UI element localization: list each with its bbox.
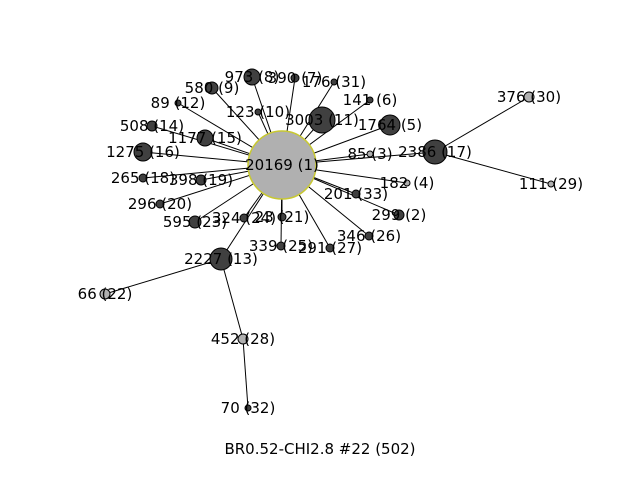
node-label-22: 66 (22) [78, 285, 133, 303]
node-26 [364, 231, 374, 241]
node-label-11: 3003 (11) [285, 111, 359, 129]
node-label-10: 123 (10) [226, 103, 290, 121]
node-label-25: 339 (25) [249, 237, 313, 255]
node-label-23: 595 (23) [163, 213, 227, 231]
edge-13-28 [220, 258, 244, 340]
node-12 [174, 99, 182, 107]
node-5 [379, 114, 401, 136]
node-label-33: 201 (33) [324, 185, 388, 203]
node-22 [99, 288, 111, 300]
node-23 [188, 215, 202, 229]
node-1 [247, 130, 317, 200]
node-17 [422, 139, 448, 165]
node-label-19: 398 (19) [169, 171, 233, 189]
node-18 [138, 173, 148, 183]
node-15 [196, 129, 214, 147]
node-label-15: 1177 (15) [168, 129, 242, 147]
node-label-32: 70 (32) [221, 399, 276, 417]
node-label-5: 1764 (5) [358, 116, 422, 134]
node-label-2: 299 (2) [372, 206, 427, 224]
node-label-1: 20169 (1) [245, 156, 319, 174]
node-label-26: 346 (26) [337, 227, 401, 245]
label-layer: 20169 (1) 299 (2) 85 (3) 182 (4) 1764 (5) 141… [78, 68, 583, 417]
node-label-7: 390 (7) [268, 69, 323, 87]
node-label-20: 296 (20) [128, 195, 192, 213]
node-29 [547, 180, 555, 188]
edge-17-30 [434, 96, 530, 153]
node-28 [237, 333, 249, 345]
node-label-17: 2386 (17) [398, 143, 472, 161]
node-4 [403, 179, 411, 187]
node-label-16: 1275 (16) [106, 143, 180, 161]
node-3 [366, 150, 374, 158]
node-layer [99, 68, 555, 412]
node-24 [239, 213, 249, 223]
node-11 [308, 106, 336, 134]
node-label-31: 176 (31) [302, 73, 366, 91]
node-31 [330, 78, 338, 86]
node-label-3: 85 (3) [347, 145, 392, 163]
node-16 [133, 142, 153, 162]
node-8 [243, 68, 261, 86]
node-label-18: 265 (18) [111, 169, 175, 187]
node-27 [325, 243, 335, 253]
node-9 [205, 81, 219, 95]
node-30 [523, 91, 535, 103]
node-label-29: 111 (29) [519, 175, 583, 193]
node-13 [209, 247, 233, 271]
node-label-9: 580 (9) [185, 79, 240, 97]
node-label-30: 376 (30) [497, 88, 561, 106]
node-19 [195, 174, 207, 186]
node-6 [366, 96, 374, 104]
node-label-27: 291 (27) [298, 239, 362, 257]
edge-13-22 [104, 258, 222, 295]
node-label-21: 23 (21) [255, 208, 310, 226]
node-21 [277, 212, 287, 222]
node-label-8: 973 (8) [225, 68, 280, 86]
node-label-13: 2227 (13) [184, 250, 258, 268]
node-label-6: 141 (6) [343, 91, 398, 109]
node-label-4: 182 (4) [380, 174, 435, 192]
edge-28-32 [242, 338, 249, 409]
node-25 [276, 241, 286, 251]
node-7 [290, 73, 300, 83]
node-label-24: 324 (24) [212, 209, 276, 227]
node-10 [254, 108, 262, 116]
node-label-28: 452 (28) [211, 330, 275, 348]
edge-17-29 [434, 151, 552, 185]
node-14 [146, 120, 158, 132]
node-2 [393, 209, 405, 221]
node-label-12: 89 (12) [151, 94, 206, 112]
node-label-14: 508 (14) [120, 117, 184, 135]
diagram-caption: BR0.52-CHI2.8 #22 (502) [224, 440, 416, 458]
node-33 [351, 189, 361, 199]
node-32 [244, 404, 252, 412]
node-20 [155, 199, 165, 209]
